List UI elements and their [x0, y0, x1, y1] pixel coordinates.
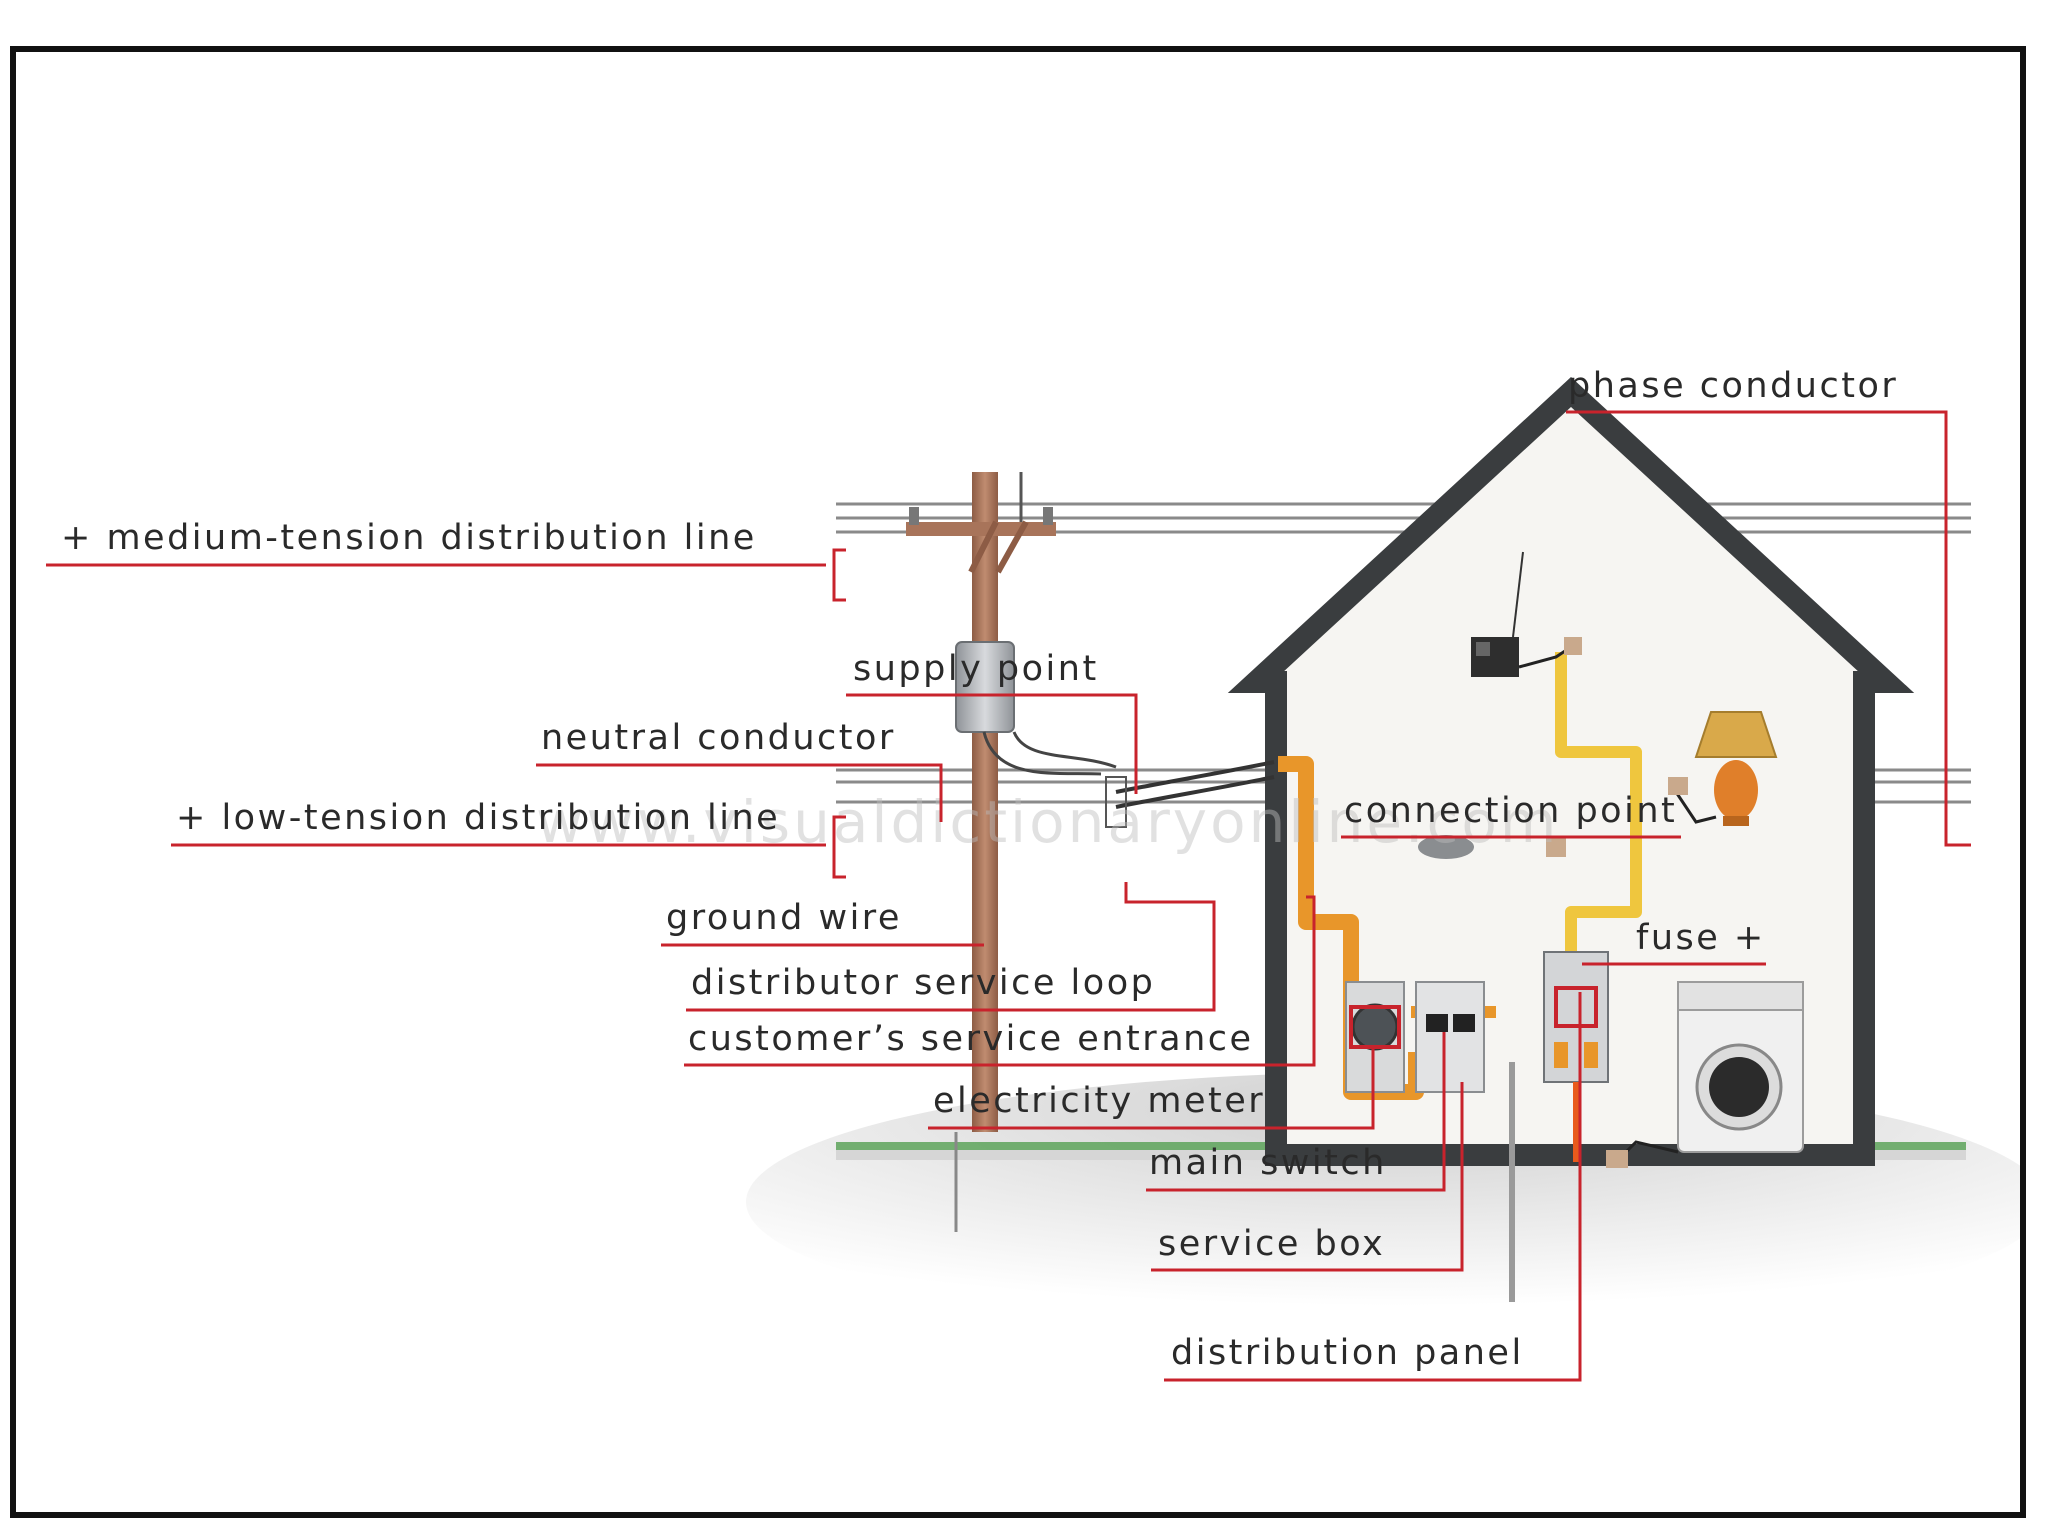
utility-pole	[906, 472, 1117, 1232]
label-ground-wire: ground wire	[666, 898, 902, 938]
label-service-box: service box	[1158, 1224, 1385, 1264]
distribution-panel-device	[1509, 951, 1609, 1302]
label-customers-service-entrance: customer’s service entrance	[688, 1019, 1254, 1059]
label-low-tension-distribution-line: + low-tension distribution line	[176, 798, 780, 838]
label-connection-point: connection point	[1344, 791, 1677, 831]
service-drop	[1105, 760, 1275, 828]
lamp	[1668, 711, 1778, 826]
label-fuse: fuse +	[1636, 918, 1766, 958]
main-switch-device	[1415, 981, 1485, 1093]
label-electricity-meter: electricity meter	[933, 1081, 1265, 1121]
light-fixture	[1418, 835, 1566, 859]
label-phase-conductor: phase conductor	[1568, 366, 1898, 406]
label-main-switch: main switch	[1149, 1143, 1387, 1183]
interior-wiring	[1555, 652, 1642, 952]
electricity-meter-device	[1345, 981, 1405, 1093]
leader-lines	[46, 410, 1971, 1382]
label-distribution-panel: distribution panel	[1171, 1333, 1524, 1373]
radio	[1471, 551, 1582, 677]
washing-machine	[1606, 981, 1804, 1168]
label-neutral-conductor: neutral conductor	[541, 718, 896, 758]
diagram-frame: www.visualdictionaryonline.com	[10, 46, 2026, 1518]
electrical-supply-diagram: www.visualdictionaryonline.com	[46, 366, 2020, 1382]
label-distributor-service-loop: distributor service loop	[691, 963, 1155, 1003]
label-supply-point: supply point	[853, 649, 1099, 689]
diagram-labels: phase conductor + medium-tension distrib…	[61, 366, 1898, 1373]
label-medium-tension-distribution-line: + medium-tension distribution line	[61, 518, 757, 558]
